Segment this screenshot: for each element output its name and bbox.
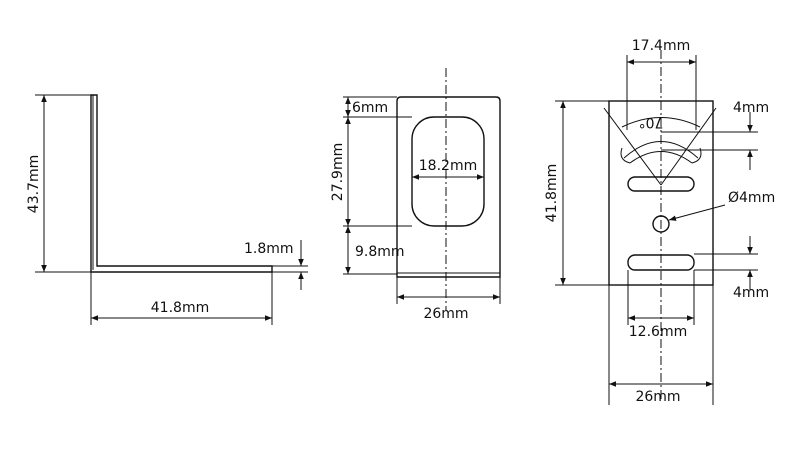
lower-slot (627, 254, 695, 271)
angle-label: 70° (639, 114, 664, 130)
arc-slot-width-label: 4mm (733, 100, 769, 116)
height-label: 41.8mm (544, 164, 560, 222)
height-label: 43.7mm (26, 155, 42, 213)
slot-width-label: 18.2mm (419, 158, 477, 174)
side-view: 43.7mm 41.8mm 1.8mm (26, 94, 308, 325)
slot-height-label: 27.9mm (330, 143, 346, 201)
length-label: 41.8mm (151, 300, 209, 316)
width-label: 26mm (423, 306, 468, 322)
back-view: 70° 17.4mm 4mm Ø4mm 4mm 41.8mm 12.6mm 26… (544, 38, 775, 405)
hole-diameter-label: Ø4mm (728, 190, 775, 206)
arc-span-label: 17.4mm (632, 38, 690, 54)
upper-slot (627, 176, 695, 192)
width-label: 26mm (635, 389, 680, 405)
top-margin-label: 6mm (352, 100, 388, 116)
hole (652, 215, 670, 233)
slot-length-label: 12.6mm (629, 324, 687, 340)
bottom-margin-label: 9.8mm (355, 244, 405, 260)
thickness-label: 1.8mm (244, 241, 294, 257)
slot-width-label: 4mm (733, 285, 769, 301)
slot (411, 116, 485, 227)
front-view: 6mm 27.9mm 9.8mm 18.2mm 26mm (330, 68, 501, 322)
